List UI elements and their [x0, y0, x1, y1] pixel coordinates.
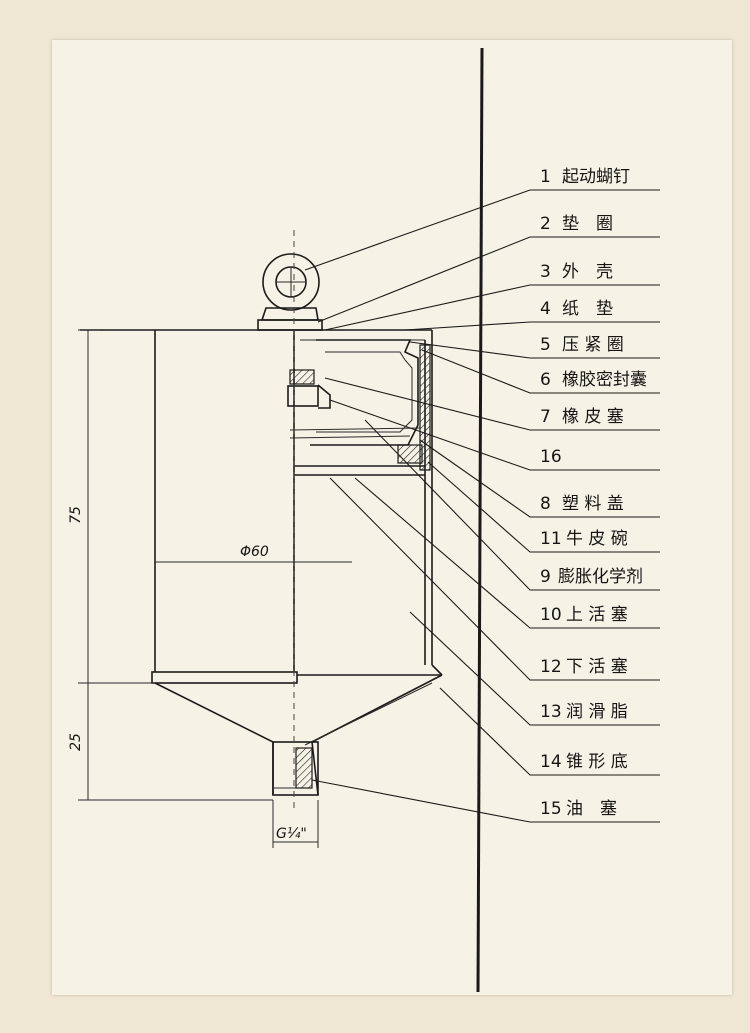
callout-num-9: 9 — [540, 567, 551, 587]
dimension-lines — [78, 329, 319, 848]
callout-text-3: 外 壳 — [562, 262, 613, 282]
callout-text-9: 膨胀化学剂 — [558, 567, 643, 587]
callout-text-2: 垫 圈 — [562, 214, 613, 234]
callout-num-11: 11 — [540, 529, 562, 549]
callout-text-10: 上 活 塞 — [566, 605, 628, 625]
leader-lines — [304, 189, 660, 823]
callout-text-14: 锥 形 底 — [566, 752, 628, 772]
dim-diameter: Φ60 — [240, 544, 269, 560]
dim-height-main: 75 — [68, 506, 84, 524]
lifting-eye — [257, 253, 323, 331]
callout-text-8: 塑 料 盖 — [562, 494, 624, 514]
callout-text-4: 纸 垫 — [562, 299, 613, 319]
callout-num-7: 7 — [540, 407, 551, 427]
callout-num-1: 1 — [540, 167, 551, 187]
callout-num-15: 15 — [540, 799, 562, 819]
inner-parts — [287, 339, 431, 476]
dim-height-cone: 25 — [68, 733, 84, 751]
callout-text-6: 橡胶密封囊 — [562, 370, 647, 390]
vertical-divider — [476, 47, 484, 993]
callout-num-3: 3 — [540, 262, 551, 282]
dim-thread: G¼" — [276, 826, 307, 842]
callout-num-14: 14 — [540, 752, 562, 772]
callout-num-10: 10 — [540, 605, 562, 625]
callout-labels: 1 起动蝴钉 2 垫 圈 3 外 壳 4 纸 垫 5 压 紧 圈 6 橡胶密封囊… — [540, 167, 647, 819]
callout-num-4: 4 — [540, 299, 551, 319]
cone-bottom — [154, 674, 443, 796]
callout-text-5: 压 紧 圈 — [562, 335, 624, 355]
callout-num-8: 8 — [540, 494, 551, 514]
callout-num-12: 12 — [540, 657, 562, 677]
callout-num-16: 16 — [540, 447, 562, 467]
callout-num-6: 6 — [540, 370, 551, 390]
callout-text-11: 牛 皮 碗 — [566, 529, 628, 549]
callout-text-13: 润 滑 脂 — [566, 702, 628, 722]
callout-text-1: 起动蝴钉 — [562, 167, 630, 187]
callout-text-15: 油 塞 — [566, 799, 617, 819]
callout-num-13: 13 — [540, 702, 562, 722]
callout-num-5: 5 — [540, 335, 551, 355]
callout-text-12: 下 活 塞 — [566, 657, 628, 677]
callout-num-2: 2 — [540, 214, 551, 234]
callout-text-7: 橡 皮 塞 — [562, 407, 624, 427]
